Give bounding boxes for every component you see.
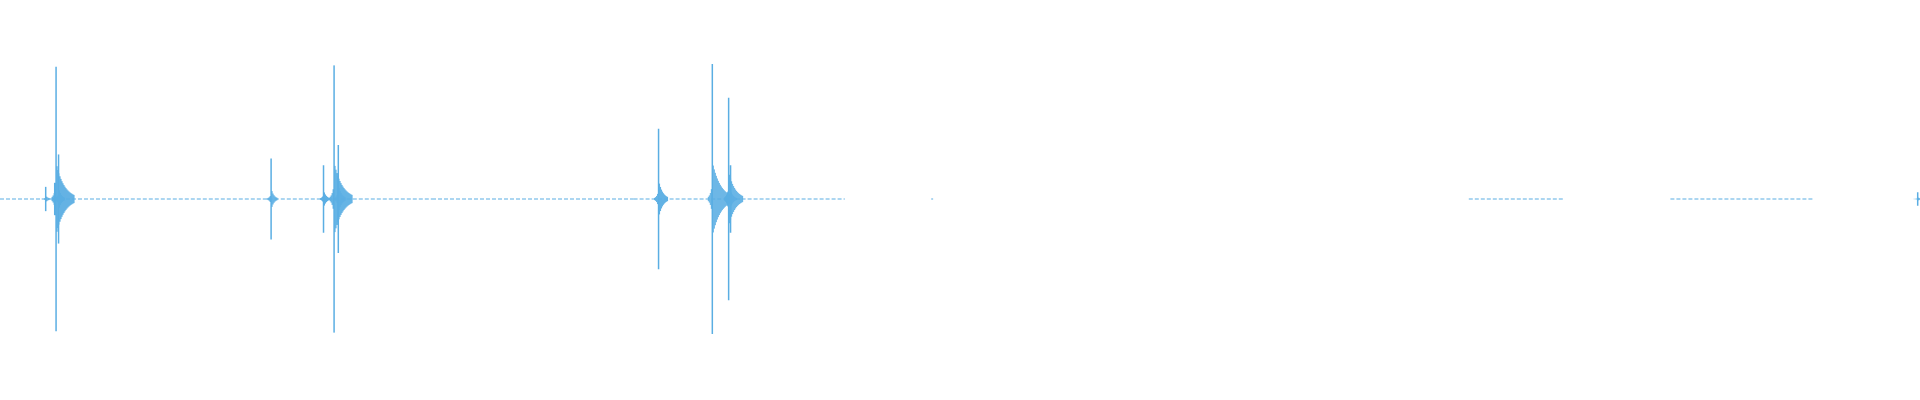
waveform-plot: [0, 64, 1920, 334]
audio-waveform: [0, 64, 1920, 334]
